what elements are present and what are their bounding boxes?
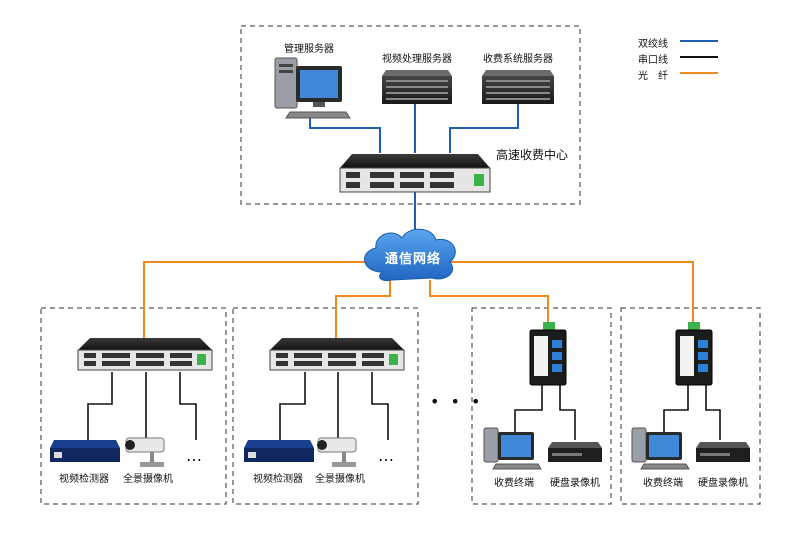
cloud-icon [364,228,456,281]
branch-3-toll-terminal-label: 收费终端 [494,478,534,489]
branch-2-switch-icon [269,338,405,371]
legend-fiber-label: 光 纤 [638,71,668,82]
serial-links [87,372,721,440]
branch-1-panoramic-camera-label: 全景摄像机 [123,474,173,485]
center-title: 高速收费中心 [496,148,569,162]
branch-4-dvr-label: 硬盘录像机 [698,478,748,489]
management-server-icon [274,57,351,119]
branch-2-more-indicator: … [378,446,397,465]
branch-2-panoramic-camera-icon [317,437,357,467]
toll-system-server-label: 收费系统服务器 [483,54,553,65]
branch-3-dvr-label: 硬盘录像机 [550,478,600,489]
core-switch-icon [339,154,491,193]
branch-4-dvr-icon [696,442,750,462]
branch-2-panoramic-camera-label: 全景摄像机 [315,474,365,485]
branch-1-video-detector-icon [50,440,120,462]
branch-4-box [620,307,761,505]
branch-1-more-indicator: … [186,446,205,465]
branch-2-video-detector-icon [244,440,314,462]
branch-4-industrial-switch-icon [675,322,713,386]
branch-3-box [471,307,612,505]
fiber-links [143,261,694,338]
video-processing-server-icon [382,70,452,104]
branch-4-toll-terminal-label: 收费终端 [643,478,683,489]
center-group-box [240,25,581,205]
branch-1-panoramic-camera-icon [125,437,165,467]
branch-3-toll-terminal-icon [483,427,542,470]
between-branches-more-indicator: • • • [430,392,484,411]
branch-3-dvr-icon [548,442,602,462]
branch-4-toll-terminal-icon [631,427,690,470]
branch-3-industrial-switch-icon [529,322,567,386]
branch-2-video-detector-label: 视频检测器 [253,474,303,485]
video-processing-server-label: 视频处理服务器 [382,54,452,65]
center-links [309,104,519,232]
legend-serial-label: 串口线 [638,55,668,66]
branch-1-switch-icon [77,338,213,371]
management-server-label: 管理服务器 [284,44,334,55]
branch-1-video-detector-label: 视频检测器 [59,474,109,485]
legend-twisted-pair-label: 双绞线 [638,39,668,50]
branch-2-box [232,307,419,505]
toll-system-server-icon [482,70,554,104]
branch-1-box [40,307,227,505]
network-label: 通信网络 [384,252,442,267]
